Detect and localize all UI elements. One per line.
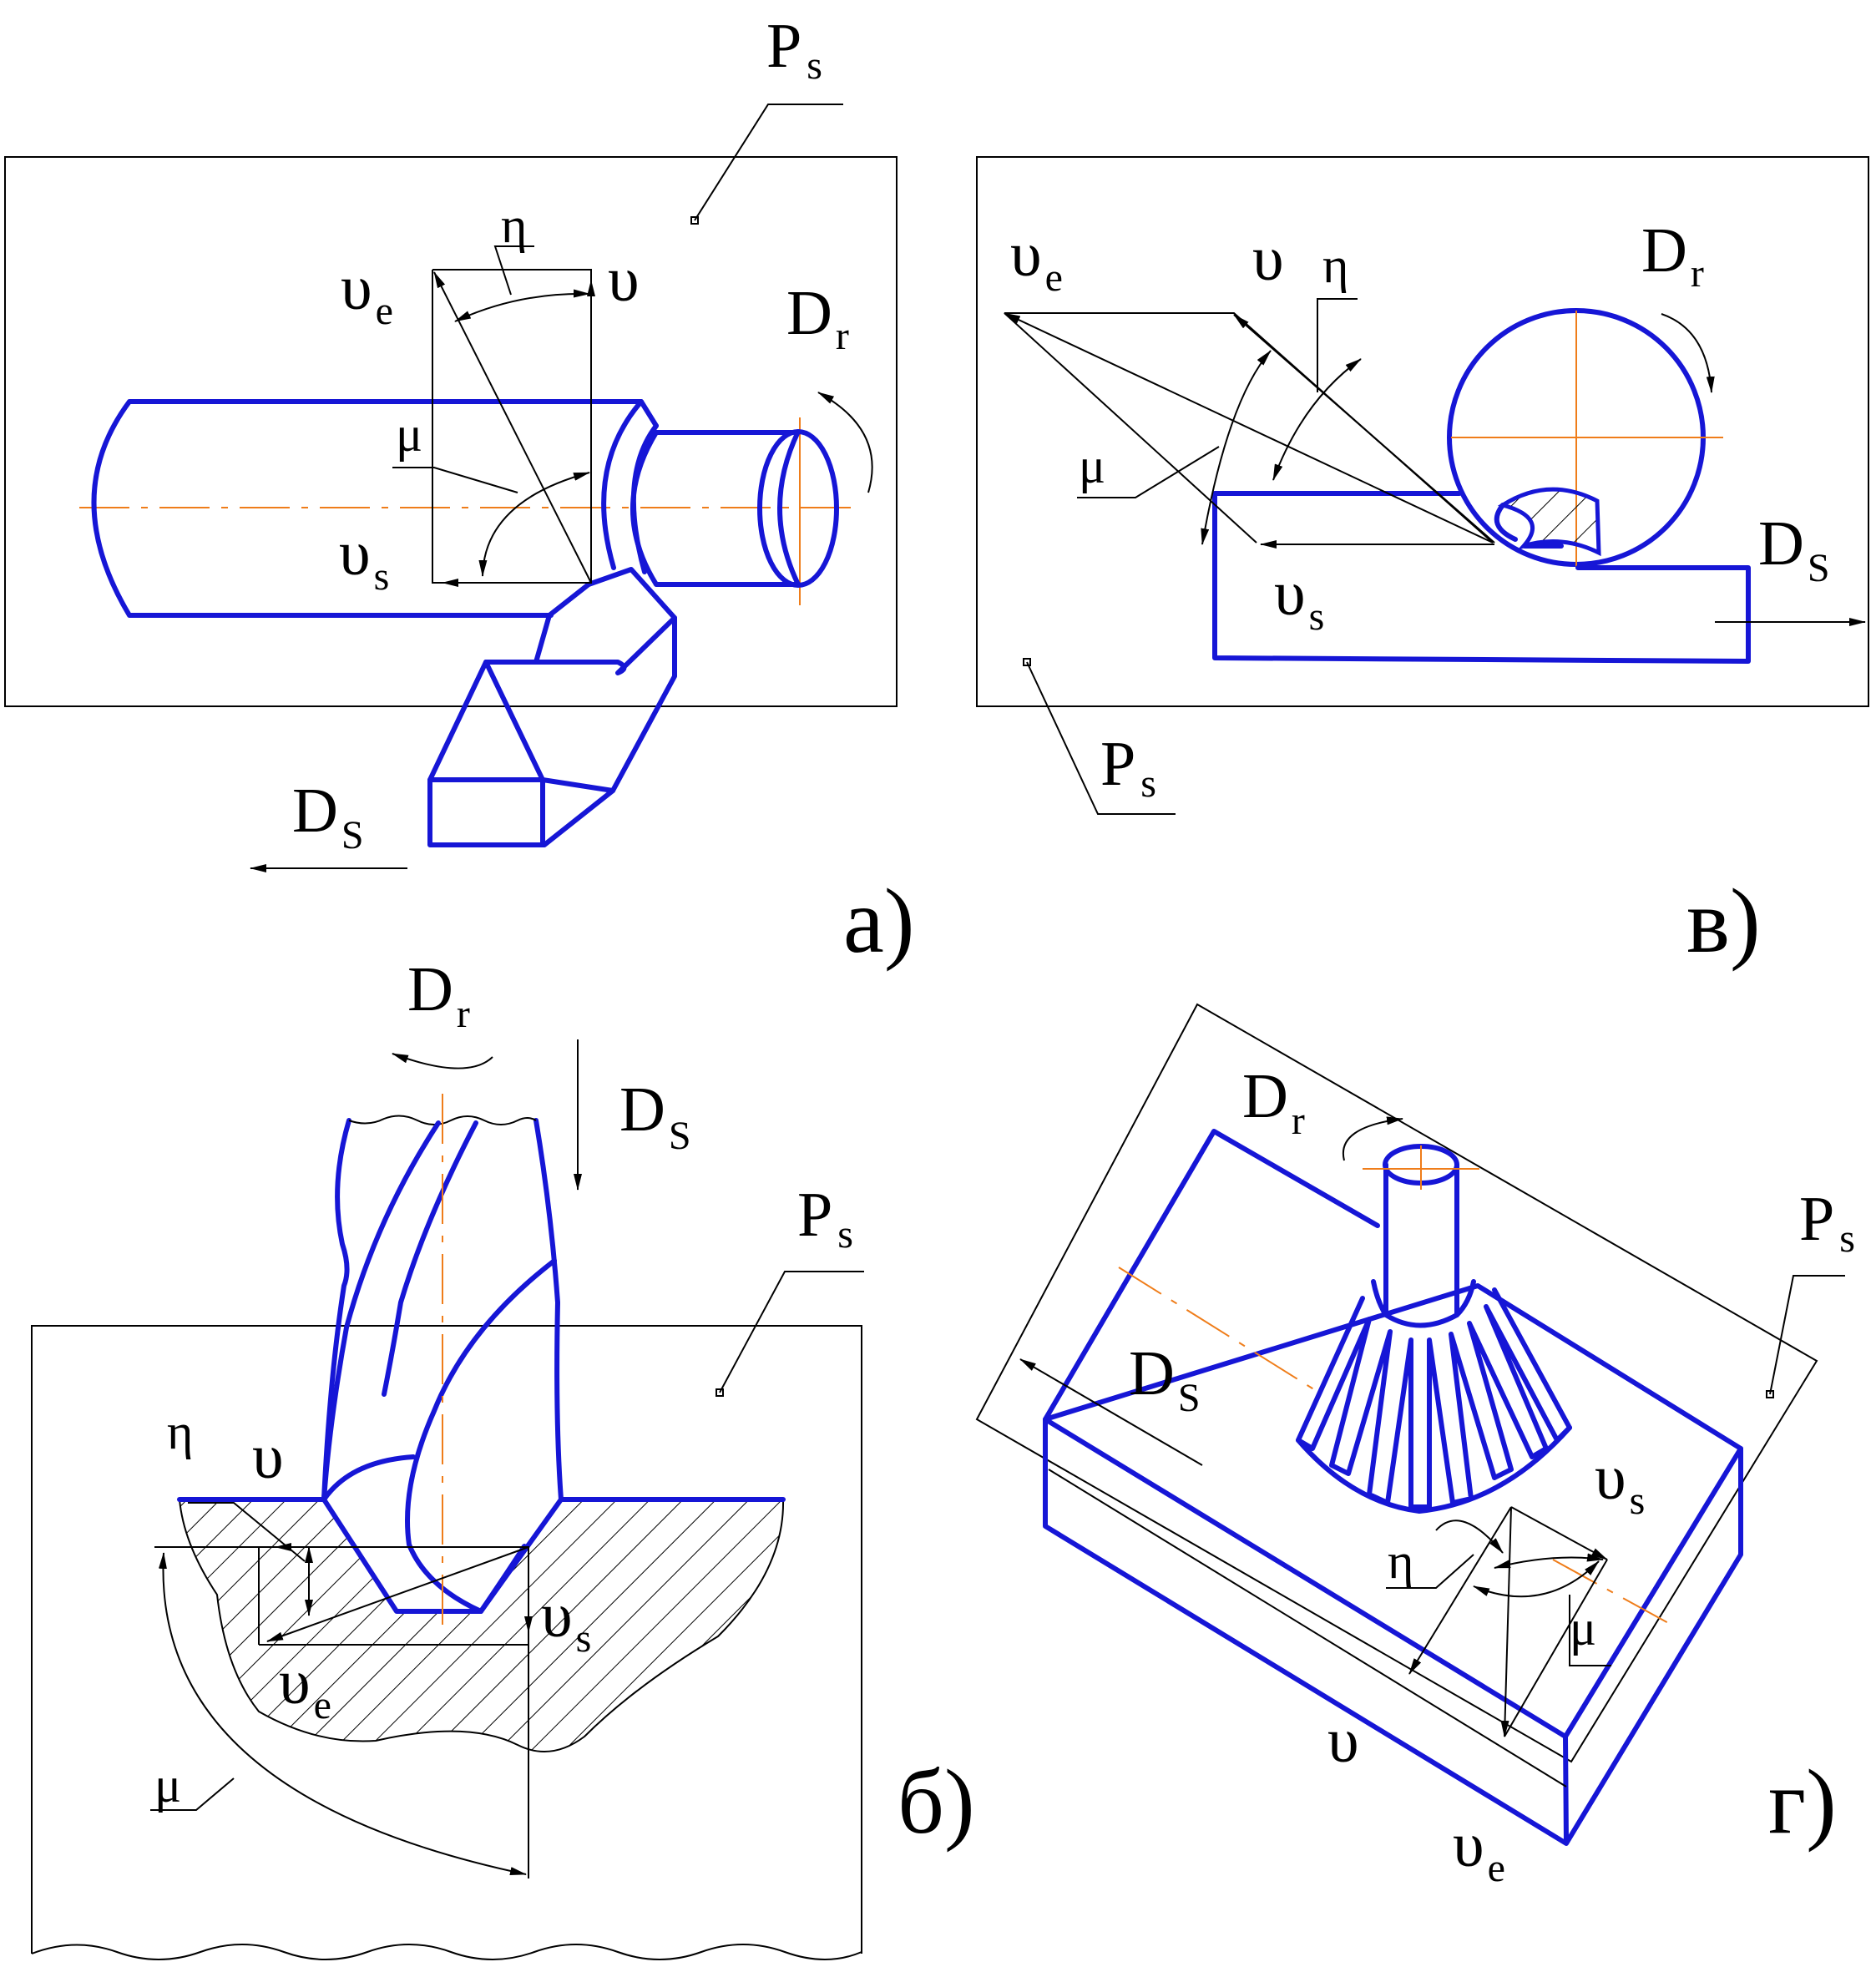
chip [1497, 487, 1601, 557]
mu-label: μ [396, 407, 422, 462]
plane-ps-frame [976, 156, 1869, 707]
panel-label-b: б) [898, 1751, 975, 1853]
panel-label-v: в) [1686, 870, 1761, 972]
eta-label: η [501, 198, 527, 253]
ds-label: DS [1129, 1338, 1201, 1420]
vs-label: υs [339, 518, 389, 599]
dr-label: Dr [786, 278, 849, 358]
eta-label: η [167, 1404, 193, 1459]
panel-label-a: а) [843, 870, 914, 972]
plane-ps-frame [975, 1003, 1818, 1763]
cutting-tool [427, 567, 677, 847]
eta-label: η [1388, 1534, 1413, 1589]
eta-label: η [1322, 238, 1348, 293]
v-label: υ [252, 1422, 284, 1492]
vs-label: υs [541, 1580, 591, 1661]
cutter-head [1371, 1279, 1476, 1328]
panel-label-g: г) [1768, 1751, 1837, 1853]
ds-label: DS [1758, 508, 1830, 590]
mu-label: μ [1079, 438, 1105, 493]
dr-label: Dr [1641, 215, 1704, 296]
v-label: υ [1327, 1706, 1359, 1776]
cutter-shaft [1383, 1162, 1459, 1317]
hatched-material [180, 1499, 784, 1752]
ps-leader [694, 104, 843, 221]
vs-label: υs [1595, 1443, 1645, 1523]
workpiece-neck [630, 430, 800, 587]
mu-label: μ [1570, 1600, 1596, 1656]
ds-label: DS [292, 776, 364, 857]
vs-label: υs [1274, 559, 1324, 639]
mu-label: μ [154, 1757, 181, 1813]
ve-label: υe [1453, 1810, 1505, 1890]
v-label: υ [1252, 224, 1284, 294]
ve-label: υe [341, 253, 393, 333]
ds-label: DS [619, 1075, 691, 1158]
v-label: υ [608, 245, 640, 315]
dr-label: Dr [407, 954, 470, 1036]
plane-ps-frame [4, 156, 898, 707]
dr-label: Dr [1242, 1061, 1305, 1143]
ve-label: υe [1010, 220, 1063, 300]
ve-label: υe [279, 1647, 331, 1727]
